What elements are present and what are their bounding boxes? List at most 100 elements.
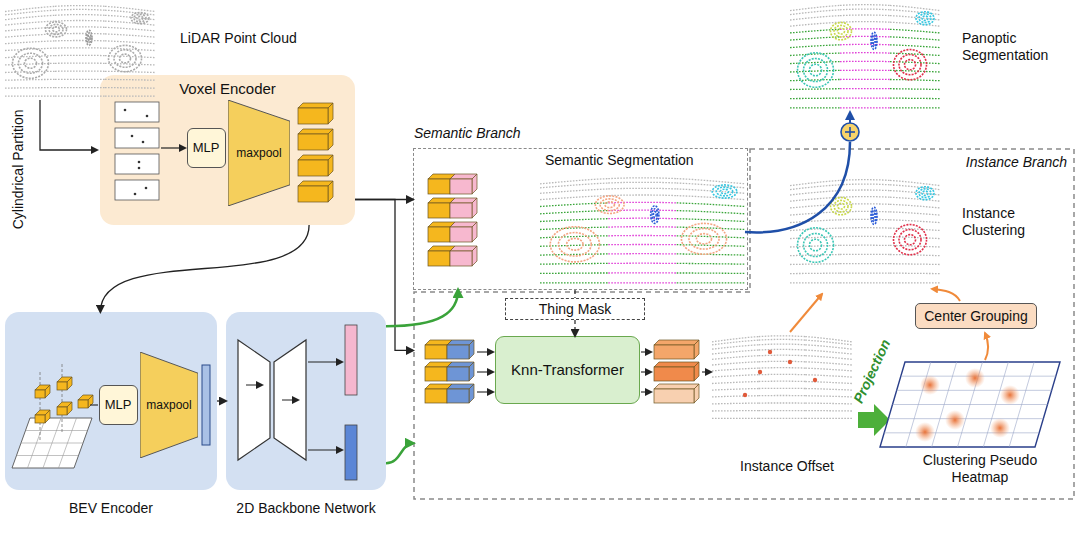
feature-cube <box>469 384 474 403</box>
voxel-cell <box>115 180 159 200</box>
illustration-stroke <box>641 391 651 392</box>
object-points <box>894 225 927 255</box>
illustration-stroke <box>677 272 745 274</box>
illustration-stroke <box>790 98 840 100</box>
illustration-stroke <box>890 282 940 283</box>
illustration-stroke <box>890 191 940 195</box>
point-dot <box>134 193 137 196</box>
trapezoid-outline <box>228 100 290 206</box>
figure-caption: Semantic Segmentation <box>545 152 745 169</box>
illustration-stroke <box>840 196 890 198</box>
feature-cube <box>328 181 333 202</box>
illustration-stroke <box>884 432 1039 433</box>
point-dot <box>138 161 141 164</box>
illustration-stroke <box>55 9 105 11</box>
object-points <box>916 12 934 25</box>
illustration-stroke <box>790 80 840 81</box>
feature-cube <box>654 389 694 403</box>
feature-cube <box>450 227 472 242</box>
object-points <box>716 187 732 196</box>
figure-caption: Cylindrical Partition <box>10 89 27 249</box>
figure-caption: Instance Offset <box>722 458 852 475</box>
illustration-stroke <box>712 345 759 349</box>
feature-cube <box>298 181 333 186</box>
illustration-stroke <box>759 395 806 397</box>
illustration-stroke <box>888 418 1043 419</box>
object-points <box>53 27 60 32</box>
voxel-cell <box>115 154 159 174</box>
illustration-stroke <box>759 339 806 341</box>
object-points <box>872 35 876 47</box>
illustration-stroke <box>890 53 940 55</box>
illustration-stroke <box>540 189 608 193</box>
illustration-stroke <box>840 4 890 6</box>
feature-cube <box>298 186 328 202</box>
illustration-stroke <box>712 368 759 371</box>
feature-cube <box>298 108 328 124</box>
illustration-stroke <box>759 343 806 345</box>
feature-cube <box>472 198 477 218</box>
point-dot <box>146 115 149 118</box>
illustration-stroke <box>840 107 890 108</box>
illustration-stroke <box>540 263 608 265</box>
heat-spot <box>920 375 940 395</box>
illustration-stroke <box>845 131 855 133</box>
feature-cube <box>425 389 447 403</box>
voxel-cell <box>115 102 159 122</box>
offset-point <box>788 360 792 364</box>
object-points <box>567 238 583 250</box>
illustration-stroke <box>282 400 298 401</box>
illustration-stroke <box>712 382 759 384</box>
illustration-stroke <box>43 418 61 468</box>
heat-spot <box>945 410 965 430</box>
connector-arrow <box>217 400 226 401</box>
illustration-stroke <box>805 345 852 349</box>
illustration-stroke <box>840 183 890 185</box>
feature-cube <box>298 155 333 160</box>
illustration-stroke <box>55 14 105 16</box>
illustration-stroke <box>890 263 940 265</box>
point-dot <box>124 109 127 112</box>
illustration-stroke <box>105 34 155 37</box>
feature-cube <box>298 134 328 150</box>
object-points <box>834 200 848 212</box>
illustration-stroke <box>246 385 262 386</box>
object-points <box>88 35 90 40</box>
transformer-box: Knn-Transformer <box>495 336 640 404</box>
illustration-stroke <box>40 100 97 150</box>
illustration-stroke <box>890 185 940 190</box>
illustration-stroke <box>759 349 806 351</box>
object-points <box>804 234 828 257</box>
illustration-stroke <box>55 55 105 57</box>
illustration-stroke <box>890 37 940 40</box>
feature-cube <box>428 179 450 194</box>
illustration-stroke <box>608 194 676 196</box>
object-points <box>922 16 928 20</box>
heat-spot <box>965 368 985 388</box>
illustration-stroke <box>5 27 55 31</box>
illustration-stroke <box>55 87 105 88</box>
feature-cube <box>57 382 67 390</box>
illustration-stroke <box>55 70 105 72</box>
figure-caption: LiDAR Point Cloud <box>180 30 350 47</box>
connector-arrow <box>100 225 309 312</box>
illustration-stroke <box>790 185 840 190</box>
object-points <box>653 212 656 218</box>
illustration-stroke <box>55 33 105 35</box>
illustration-stroke <box>840 44 890 46</box>
feature-cube <box>328 103 333 124</box>
illustration-stroke <box>840 263 890 264</box>
illustration-stroke <box>805 402 852 404</box>
illustration-stroke <box>759 367 806 369</box>
illustration-stroke <box>540 203 608 207</box>
feature-cube <box>472 246 477 266</box>
object-points <box>652 209 657 221</box>
illustration-stroke <box>849 113 851 123</box>
feature-cube <box>45 385 50 398</box>
illustration-stroke <box>759 374 806 376</box>
heat-spot <box>915 422 935 442</box>
feature-cube <box>67 402 72 415</box>
illustration-stroke <box>840 179 890 181</box>
